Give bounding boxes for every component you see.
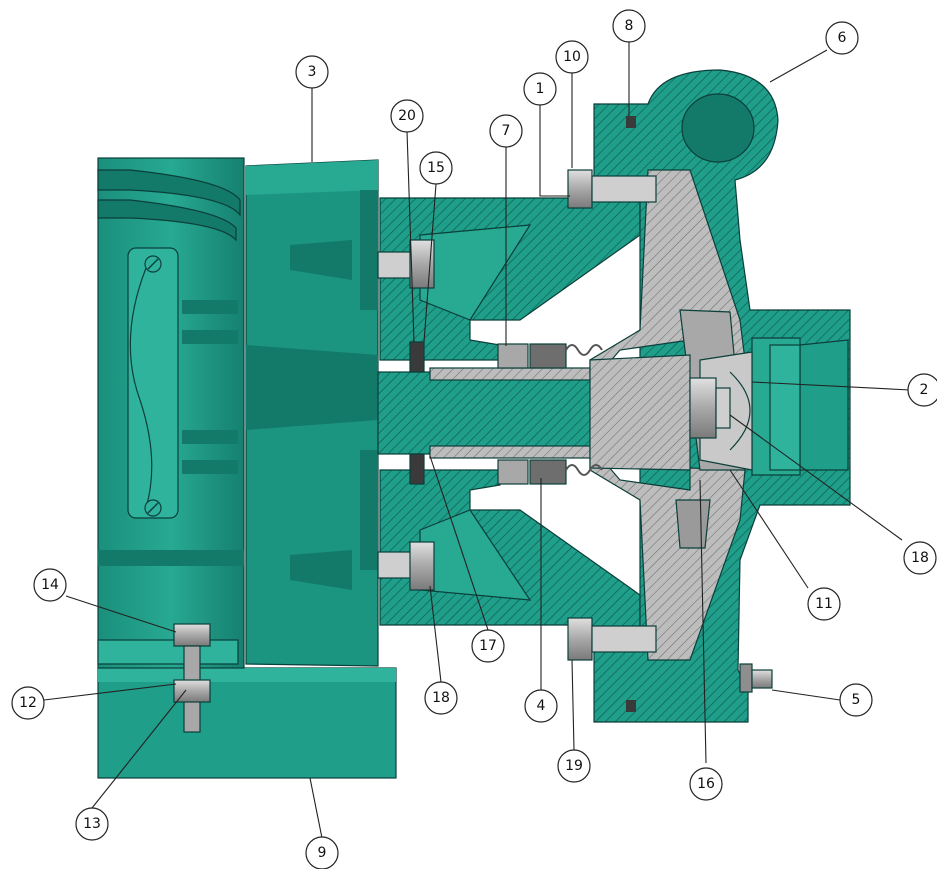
casing-o-ring-top — [626, 116, 636, 128]
callout-c18b: 18 — [424, 681, 458, 715]
callout-c7: 7 — [489, 114, 523, 148]
callout-circle — [903, 541, 937, 575]
callout-c15: 15 — [419, 151, 453, 185]
callout-circle — [689, 767, 723, 801]
callout-c3: 3 — [295, 55, 329, 89]
callout-label: 9 — [318, 845, 327, 861]
callout-c2: 2 — [907, 373, 937, 407]
callout-circle — [471, 629, 505, 663]
callout-label: 16 — [697, 776, 715, 792]
callout-circle — [489, 114, 523, 148]
callout-label: 18 — [911, 550, 929, 566]
impeller-nut — [689, 371, 751, 451]
callout-c8: 8 — [612, 9, 646, 43]
callout-circle — [295, 55, 329, 89]
callout-label: 1 — [536, 81, 545, 97]
callout-circle — [523, 72, 557, 106]
callout-label: 18 — [432, 690, 450, 706]
callout-c14: 14 — [33, 568, 67, 602]
callout-label: 6 — [838, 30, 847, 46]
callout-c4: 4 — [524, 689, 558, 723]
callout-c17: 17 — [471, 629, 505, 663]
callout-c18a: 18 — [903, 541, 937, 575]
callout-label: 3 — [308, 64, 317, 80]
callout-c16: 16 — [689, 767, 723, 801]
callout-circle — [419, 151, 453, 185]
callout-circle — [33, 568, 67, 602]
callout-c9: 9 — [305, 836, 339, 869]
callout-label: 11 — [815, 596, 833, 612]
callout-circle — [825, 21, 859, 55]
callout-label: 4 — [537, 698, 546, 714]
callout-label: 17 — [479, 638, 497, 654]
callout-c13: 13 — [75, 807, 109, 841]
callout-c12: 12 — [11, 686, 45, 720]
callout-label: 15 — [427, 160, 445, 176]
callout-c20: 20 — [390, 99, 424, 133]
callout-c1: 1 — [523, 72, 557, 106]
callout-circle — [807, 587, 841, 621]
bolts — [173, 169, 773, 733]
callout-label: 13 — [83, 816, 101, 832]
callout-circle — [839, 683, 873, 717]
callout-circle — [390, 99, 424, 133]
callout-c5: 5 — [839, 683, 873, 717]
motor-shaft — [377, 354, 691, 471]
callout-c11: 11 — [807, 587, 841, 621]
callout-label: 8 — [625, 18, 634, 34]
callout-label: 5 — [852, 692, 861, 708]
callout-label: 20 — [398, 108, 416, 124]
callout-label: 7 — [502, 123, 511, 139]
callout-c10: 10 — [555, 40, 589, 74]
callout-label: 10 — [563, 49, 581, 65]
callout-circle — [11, 686, 45, 720]
motor-bracket — [245, 159, 379, 667]
callout-label: 19 — [565, 758, 583, 774]
callout-circle — [424, 681, 458, 715]
lantern-adapter — [379, 179, 641, 641]
callout-label: 14 — [41, 577, 59, 593]
base-frame — [97, 667, 397, 779]
slinger-ring — [409, 341, 425, 485]
callout-circle — [907, 373, 937, 407]
callout-circle — [75, 807, 109, 841]
callout-label: 12 — [19, 695, 37, 711]
casing-o-ring-bottom — [626, 700, 636, 712]
leader-lines — [43, 42, 911, 839]
callout-circle — [557, 749, 591, 783]
mechanical-seal — [497, 343, 603, 485]
callout-circle — [305, 836, 339, 869]
callout-circle — [612, 9, 646, 43]
callout-circle — [524, 689, 558, 723]
callout-c6: 6 — [825, 21, 859, 55]
motor-body — [97, 157, 245, 669]
callout-c19: 19 — [557, 749, 591, 783]
callout-label: 2 — [920, 382, 929, 398]
callout-circle — [555, 40, 589, 74]
